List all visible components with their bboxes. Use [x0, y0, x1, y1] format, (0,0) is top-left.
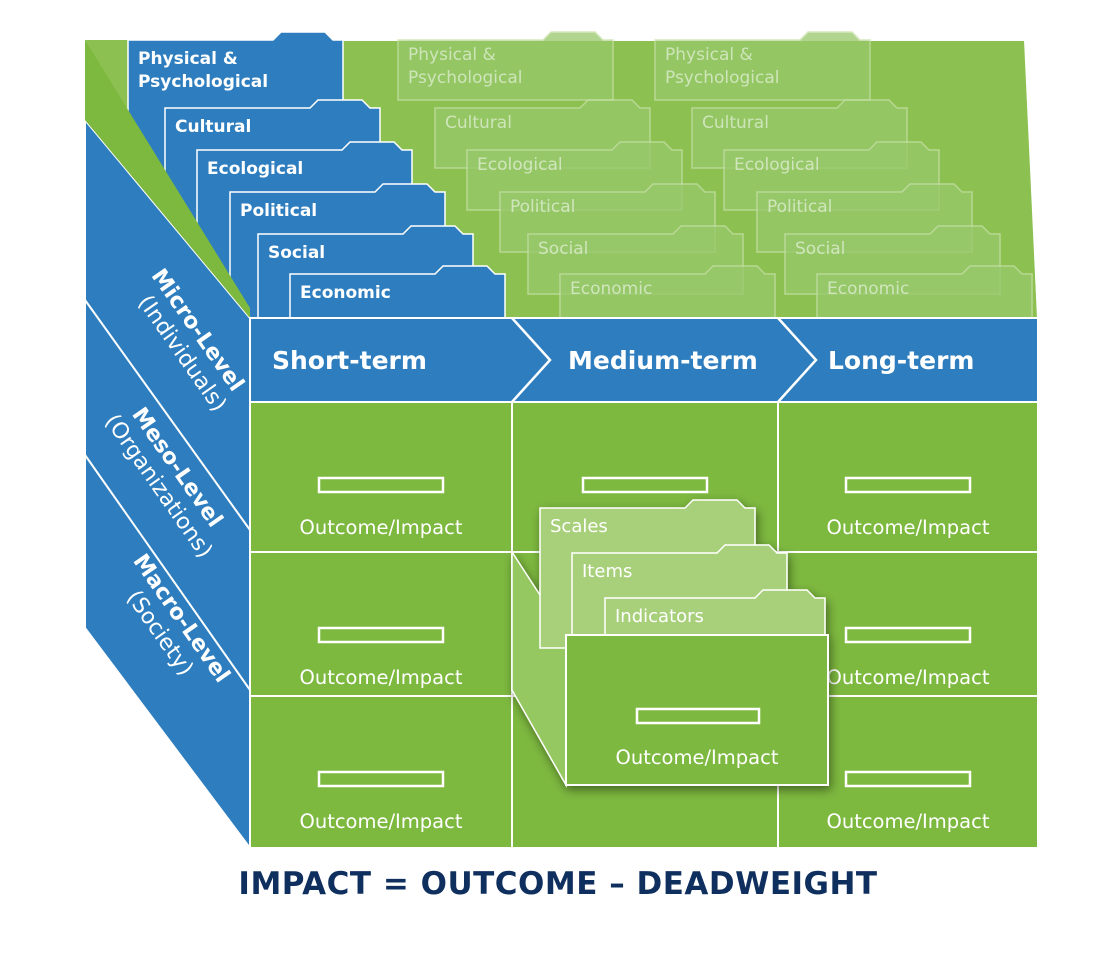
ghost-category-label: Economic	[827, 279, 909, 299]
drawer-folder-label: Items	[582, 561, 632, 582]
ghost-folder-2-1	[654, 31, 871, 101]
impact-formula: IMPACT = OUTCOME – DEADWEIGHT	[238, 866, 878, 902]
cell-label: Outcome/Impact	[826, 516, 989, 539]
term-long: Long-term	[828, 346, 974, 375]
drawer-folder-label: Indicators	[615, 606, 704, 627]
ghost-category-label: Social	[538, 239, 588, 259]
ghost-category-label: Political	[767, 197, 832, 217]
grid-cell	[249, 695, 513, 849]
drawer-handle[interactable]	[844, 476, 972, 494]
impact-cube-diagram: Physical & PsychologicalCulturalEcologica…	[85, 31, 1039, 849]
ghost-category-label: Political	[510, 197, 575, 217]
cell-label: Outcome/Impact	[299, 516, 462, 539]
drawer-handle[interactable]	[317, 626, 445, 644]
ghost-category-label: Ecological	[477, 155, 563, 175]
cell-label: Outcome/Impact	[299, 810, 462, 833]
category-label: Political	[240, 201, 317, 221]
drawer-handle[interactable]	[317, 476, 445, 494]
ghost-folder-1-1	[397, 31, 614, 101]
ghost-category-label: Physical &	[408, 45, 496, 65]
ghost-category-label: Economic	[570, 279, 652, 299]
drawer-handle[interactable]	[844, 626, 972, 644]
drawer-handle[interactable]	[844, 770, 972, 788]
category-label: Social	[268, 243, 325, 263]
category-label: Ecological	[207, 159, 303, 179]
term-short: Short-term	[272, 346, 427, 375]
ghost-category-label: Physical &	[665, 45, 753, 65]
drawer-label: Outcome/Impact	[615, 746, 778, 769]
ghost-category-label: Cultural	[702, 113, 769, 133]
ghost-category-label: Psychological	[408, 68, 523, 88]
cell-label: Outcome/Impact	[826, 666, 989, 689]
drawer-handle[interactable]	[317, 770, 445, 788]
ghost-category-label: Psychological	[665, 68, 780, 88]
ghost-category-label: Social	[795, 239, 845, 259]
drawer-handle[interactable]	[635, 707, 761, 725]
category-label: Cultural	[175, 117, 251, 137]
drawer-folder-label: Scales	[550, 516, 608, 537]
term-medium: Medium-term	[568, 346, 758, 375]
ghost-category-label: Ecological	[734, 155, 820, 175]
cell-label: Outcome/Impact	[299, 666, 462, 689]
cell-label: Outcome/Impact	[826, 810, 989, 833]
ghost-category-label: Cultural	[445, 113, 512, 133]
category-label: Psychological	[138, 72, 268, 92]
category-label: Physical &	[138, 49, 238, 69]
ghost-folder-columns: Physical & PsychologicalCulturalEcologica…	[397, 31, 1033, 335]
category-label: Economic	[300, 283, 391, 303]
drawer-handle[interactable]	[581, 476, 709, 494]
term-band	[249, 317, 1039, 403]
